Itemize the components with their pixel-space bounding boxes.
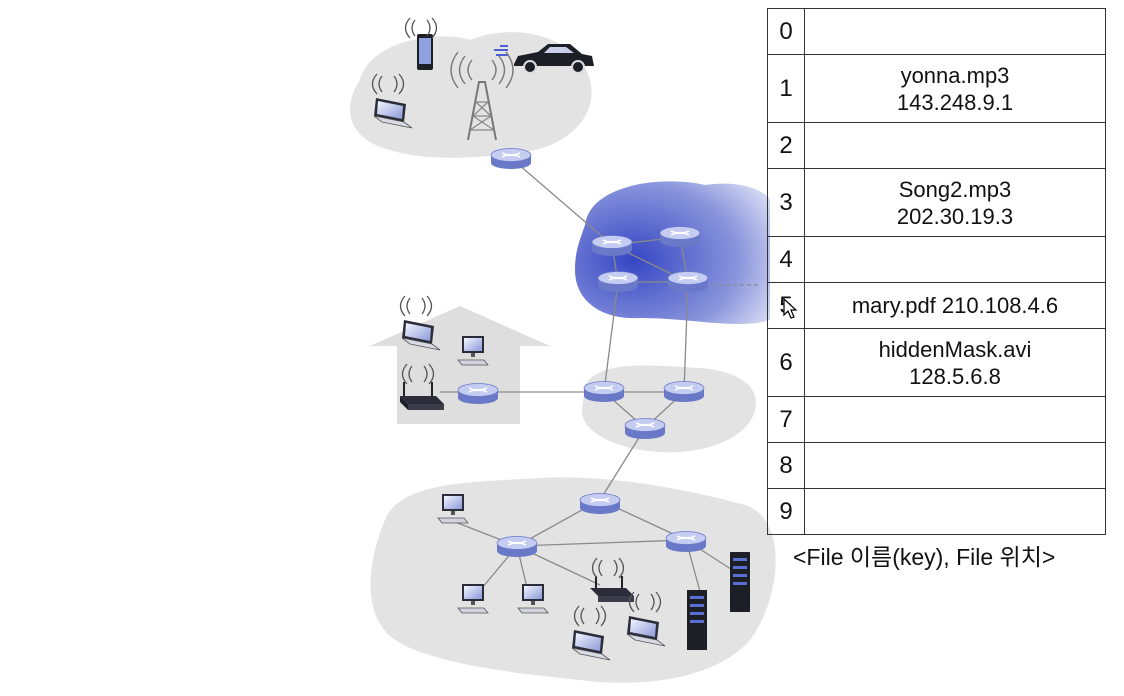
router-icon [583,380,625,403]
table-row: 8 [767,442,1106,489]
row-index: 6 [767,328,805,397]
router-icon [663,380,705,403]
router-icon [665,530,707,553]
router-icon [490,147,532,170]
table-row: 2 [767,122,1106,169]
car-icon [494,44,594,74]
file-location: 202.30.19.3 [896,203,1014,229]
row-value [804,236,1106,283]
table-row: 5mary.pdf 210.108.4.6 [767,282,1106,329]
row-index: 3 [767,168,805,237]
row-value: mary.pdf 210.108.4.6 [804,282,1106,329]
row-index: 7 [767,396,805,443]
row-index: 2 [767,122,805,169]
row-value [804,488,1106,535]
cell-tower-icon [450,51,514,141]
router-icon [457,382,499,405]
mouse-cursor-icon [783,298,798,319]
table-row: 4 [767,236,1106,283]
wireless-router-icon [400,363,444,410]
desktop-icon [457,335,489,366]
file-name: yonna.mp3 [900,62,1010,88]
row-index: 9 [767,488,805,535]
row-index: 8 [767,442,805,489]
router-icon [659,225,701,248]
row-index: 1 [767,54,805,123]
router-icon [597,270,639,293]
router-icon [579,492,621,515]
row-value [804,396,1106,443]
desktop-icon [437,493,469,524]
smartphone-icon [404,17,438,70]
table-row: 9 [767,488,1106,535]
desktop-icon [457,583,489,614]
desktop-icon [517,583,549,614]
row-index: 4 [767,236,805,283]
enterprise-network-cloud [370,477,776,683]
row-value [804,122,1106,169]
server-icon [730,552,750,612]
house-icon [370,306,550,424]
router-icon [591,234,633,257]
table-caption: <File 이름(key), File 위치> [793,544,1056,570]
row-value [804,8,1106,55]
file-name: hiddenMask.avi [878,336,1032,362]
file-location: 143.248.9.1 [896,89,1014,115]
row-index: 0 [767,8,805,55]
regional-network-cloud [581,365,756,453]
file-name: mary.pdf 210.108.4.6 [851,293,1059,318]
router-icon [496,535,538,558]
table-row: 0 [767,8,1106,55]
router-icon [667,270,709,293]
file-location: 128.5.6.8 [909,363,1001,389]
router-icon [624,417,666,440]
table-row: 7 [767,396,1106,443]
server-icon [687,590,707,650]
file-name: Song2.mp3 [898,176,1012,202]
row-value [804,442,1106,489]
wireless-router-icon [590,557,634,602]
